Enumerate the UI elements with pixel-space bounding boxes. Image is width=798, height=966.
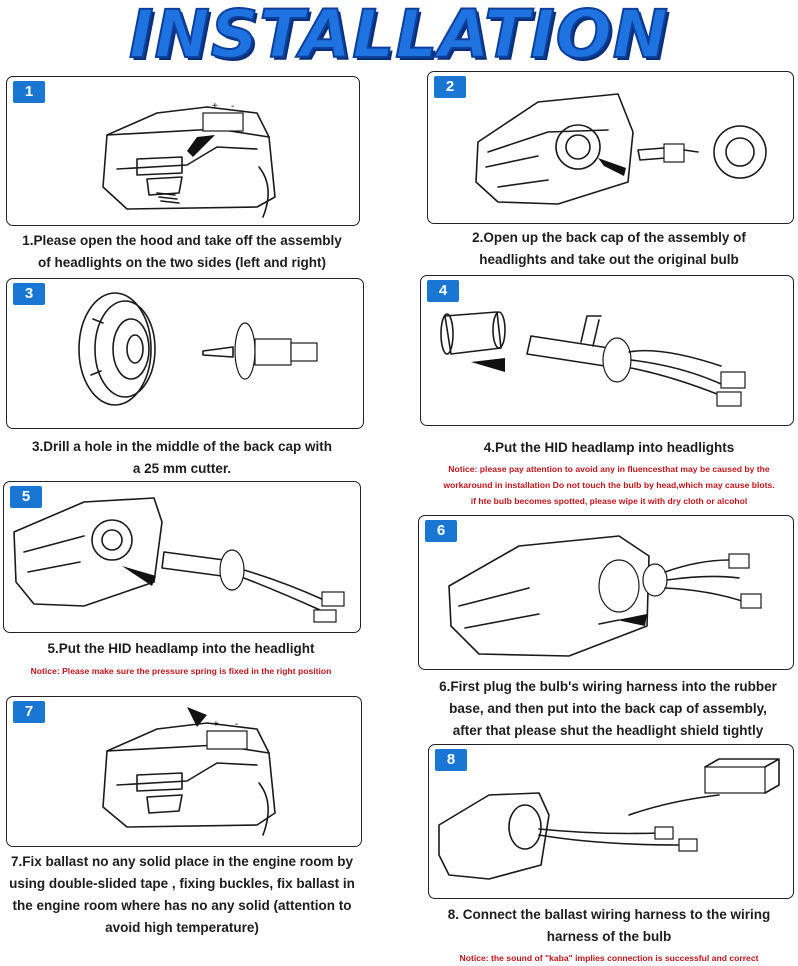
car-front-illustration: +-	[102, 101, 276, 218]
step-6-badge: 6	[425, 520, 457, 542]
step-7-caption: 7.Fix ballast no any solid place in the …	[9, 854, 355, 935]
step-3-panel: 3	[6, 278, 364, 429]
step-8-panel: 8	[428, 744, 794, 899]
step-6-caption: 6.First plug the bulb's wiring harness i…	[439, 679, 777, 738]
step-5-caption: 5.Put the HID headlamp into the headligh…	[47, 641, 315, 656]
svg-text:-: -	[231, 101, 234, 112]
step-2-caption: 2.Open up the back cap of the assembly o…	[472, 230, 746, 267]
svg-text:+: +	[212, 101, 218, 112]
step-5-badge: 5	[10, 486, 42, 508]
step-6-panel: 6	[418, 515, 794, 670]
hid-bulb-illustration	[440, 311, 746, 407]
drill-cutter-illustration	[202, 322, 318, 380]
ballast-illustration	[438, 758, 780, 880]
car-front-illustration: +-	[102, 707, 276, 836]
step-1-panel: 1 +-	[6, 76, 360, 226]
step-4-panel: 4	[420, 275, 794, 426]
step-4-caption: 4.Put the HID headlamp into headlights	[483, 440, 735, 455]
step-2-badge: 2	[434, 76, 466, 98]
step-2-panel: 2	[427, 71, 794, 224]
step-3-caption: 3.Drill a hole in the middle of the back…	[31, 439, 333, 476]
page-title: INSTALLATION	[128, 0, 670, 73]
headlight-assembly-illustration	[13, 497, 345, 623]
headlight-assembly-illustration	[475, 93, 767, 205]
step-8-caption: 8. Connect the ballast wiring harness to…	[447, 907, 771, 944]
step-7-badge: 7	[13, 701, 45, 723]
step-8-badge: 8	[435, 749, 467, 771]
step-8-notice: Notice: the sound of "kaba" implies conn…	[459, 953, 759, 963]
step-5-notice: Notice: Please make sure the pressure sp…	[30, 666, 332, 676]
step-4-badge: 4	[427, 280, 459, 302]
step-4-notice: Notice: please pay attention to avoid an…	[443, 464, 775, 506]
step-1-badge: 1	[13, 81, 45, 103]
step-3-badge: 3	[13, 283, 45, 305]
step-5-panel: 5	[3, 481, 361, 633]
headlight-assembly-illustration	[448, 535, 762, 657]
step-7-panel: 7 +-	[6, 696, 362, 847]
svg-text:+: +	[213, 719, 219, 730]
svg-text:-: -	[235, 719, 238, 730]
step-1-caption: 1.Please open the hood and take off the …	[22, 233, 342, 270]
back-cap-illustration	[78, 292, 156, 406]
